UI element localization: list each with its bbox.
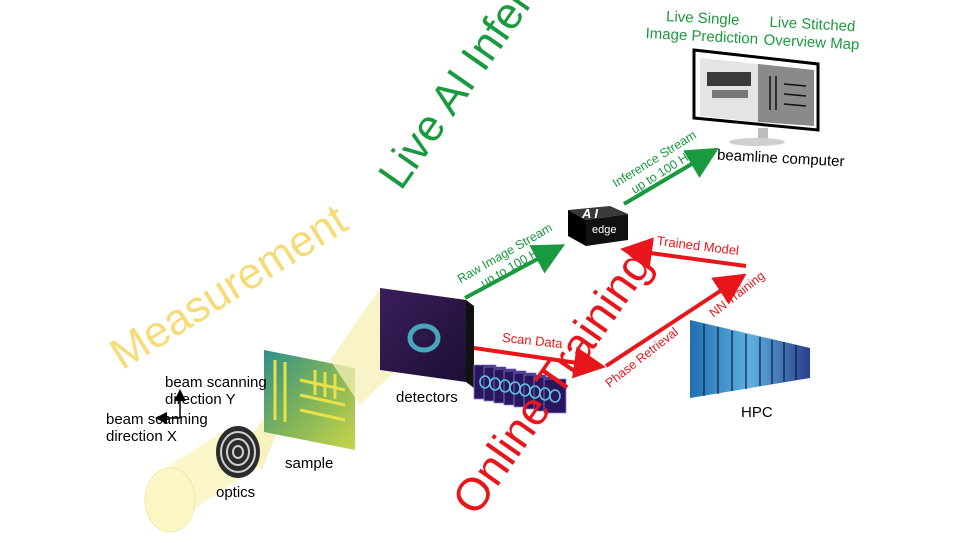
monitor-icon <box>692 48 820 146</box>
optics-label: optics <box>216 484 256 501</box>
detectors-label: detectors <box>396 389 458 406</box>
live-single-label: Live Single Image Prediction <box>645 8 759 48</box>
edge-label: edge <box>592 224 617 236</box>
beam-x-label: beam scanning direction X <box>106 411 208 445</box>
beam-y-label: beam scanning direction Y <box>165 374 267 408</box>
hpc-rack-icon <box>690 320 810 398</box>
sample-label: sample <box>285 455 334 472</box>
edge-ai-label: AI <box>582 206 601 221</box>
edge-box-icon <box>568 206 628 246</box>
scan-data-stack-icon <box>473 364 567 414</box>
live-stitched-label: Live Stitched Overview Map <box>763 13 860 54</box>
hpc-label: HPC <box>741 404 773 421</box>
zone-plate-icon <box>216 426 260 478</box>
detector-panel-icon <box>380 288 474 388</box>
sample-slab-icon <box>264 350 355 450</box>
